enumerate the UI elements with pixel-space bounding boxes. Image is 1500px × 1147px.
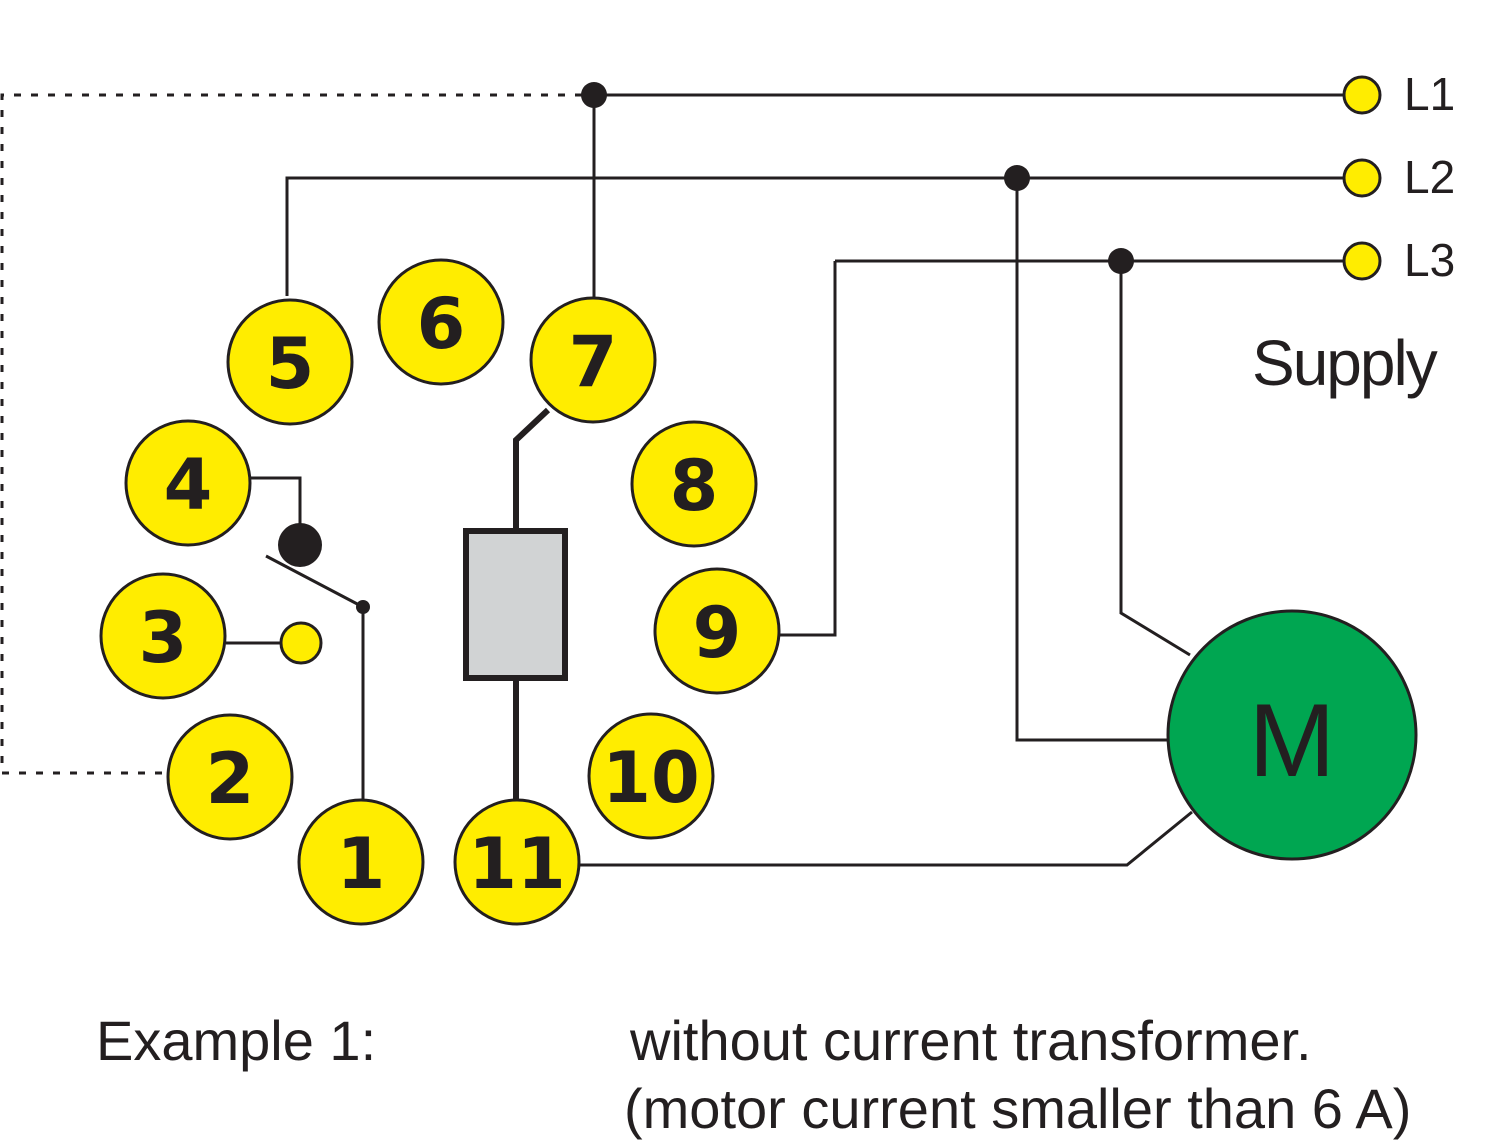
coil-lead-pin-7 — [513, 407, 551, 531]
pin-label: 1 — [337, 823, 386, 905]
supply-label: Supply — [1252, 327, 1438, 399]
pin-7: 7 — [529, 296, 657, 424]
pin-5: 5 — [226, 298, 354, 426]
terminal-label-l3: L3 — [1404, 234, 1455, 286]
pin-label: 9 — [693, 592, 742, 674]
pin-label: 3 — [139, 597, 188, 679]
dashed-link-l1-to-pin-2 — [0, 93, 582, 775]
terminal-l2 — [1342, 158, 1382, 198]
wire-pin-4-to-contact — [251, 476, 302, 528]
contact-no-circle — [279, 621, 323, 665]
wire-pin-11-to-motor — [580, 810, 1193, 867]
relay-coil — [463, 528, 568, 681]
caption-line-2: (motor current smaller than 6 A) — [624, 1077, 1411, 1140]
motor: M — [1166, 609, 1418, 861]
motor-label: M — [1249, 683, 1336, 799]
terminal-l1 — [1342, 75, 1382, 115]
pin-label: 4 — [164, 444, 213, 526]
pin-4: 4 — [124, 419, 252, 547]
pin-11: 11 — [453, 798, 581, 926]
pin-8: 8 — [630, 420, 758, 548]
terminal-label-l2: L2 — [1404, 151, 1455, 203]
caption-line-1: without current transformer. — [629, 1009, 1312, 1072]
pin-label: 2 — [206, 738, 255, 820]
pin-label: 11 — [468, 823, 565, 905]
pin-label: 8 — [670, 445, 719, 527]
terminal-l3 — [1342, 241, 1382, 281]
supply-line-l2 — [285, 176, 1344, 296]
pin-2: 2 — [166, 713, 294, 841]
pin-3: 3 — [99, 572, 227, 700]
junction-l3 — [1108, 248, 1134, 274]
pin-label: 7 — [569, 321, 618, 403]
switch-pivot-dot — [356, 600, 370, 614]
pin-label: 6 — [417, 283, 466, 365]
pin-6: 6 — [377, 258, 505, 386]
pin-10: 10 — [587, 712, 715, 840]
wire-l3-to-motor — [1119, 261, 1191, 657]
pin-9: 9 — [653, 567, 781, 695]
wire-l2-to-motor — [1015, 178, 1168, 742]
contact-nc-dot — [278, 523, 322, 567]
wire-pin-9-to-l3 — [780, 261, 837, 637]
junction-l2 — [1004, 165, 1030, 191]
switch-blade — [265, 554, 364, 609]
pin-1: 1 — [297, 798, 425, 926]
pin-label: 5 — [266, 323, 315, 405]
caption-example: Example 1: — [96, 1009, 376, 1072]
pin-label: 10 — [602, 737, 699, 819]
terminal-label-l1: L1 — [1404, 68, 1455, 120]
junction-l1 — [581, 82, 607, 108]
